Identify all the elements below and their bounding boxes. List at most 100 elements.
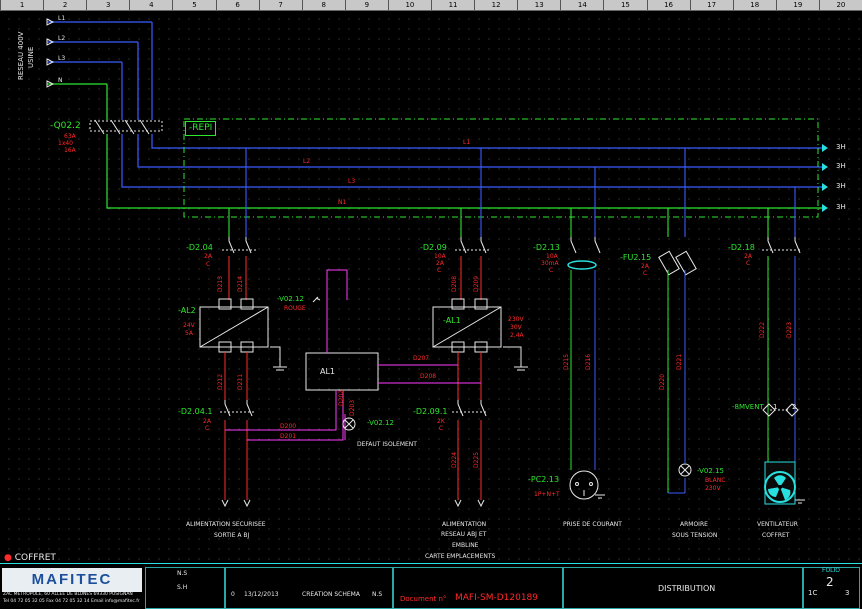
ruler-tick: 13: [517, 0, 560, 10]
wire-label: D220: [659, 373, 666, 390]
breaker-d213-rating: 10A: [546, 253, 558, 260]
psu-al2-current: 5A: [185, 330, 193, 337]
ruler-tick: 14: [560, 0, 603, 10]
breaker-d213-tag[interactable]: -D2.13: [533, 243, 560, 252]
tb-dessine: N.S: [177, 570, 188, 577]
ruler-tick: 16: [646, 0, 690, 10]
breaker-d204-tag[interactable]: -D2.04: [186, 243, 213, 252]
document-label: Document n°: [400, 595, 447, 603]
caption-2-line1: ALIMENTATION: [442, 521, 487, 528]
wire-label: D203: [349, 399, 356, 416]
title-block: [0, 563, 862, 609]
ruler-tick: 7: [258, 0, 302, 10]
lamp-v0215-color: BLANC: [705, 477, 726, 484]
breaker-d209-rating: 10A: [434, 253, 446, 260]
breaker-d209-tag[interactable]: -D2.09: [420, 243, 447, 252]
caption-5-line2: COFFRET: [762, 532, 790, 539]
fuse-fu215-tag[interactable]: -FU2.15: [620, 253, 652, 262]
supply-title: RESEAU 400V: [17, 31, 25, 80]
caption-1-line1: ALIMENTATION SECURISEE: [186, 521, 266, 528]
document-number[interactable]: MAFI-SM-D120189: [455, 593, 539, 603]
caption-2-line2: RESEAU ABJ ET: [441, 531, 487, 538]
breaker-d204-curve: C: [206, 261, 211, 268]
caption-5-line1: VENTILATEUR: [757, 521, 798, 528]
breaker-d209-curve: 2A: [436, 260, 444, 267]
arrow-ref-3[interactable]: 3H: [836, 182, 846, 190]
bus-n1-label: N1: [338, 199, 347, 206]
wire-label: D201: [280, 433, 297, 440]
socket-symbol: [569, 470, 599, 500]
ruler-tick: 19: [775, 0, 819, 10]
main-breaker-symbol: [89, 119, 163, 135]
socket-tag[interactable]: -PC2.13: [528, 475, 560, 484]
breaker-d2041-tag[interactable]: -D2.04.1: [178, 407, 213, 416]
wire-label: D223: [786, 321, 793, 338]
fuse-fu215-rating: 2A: [641, 263, 649, 270]
arrow-ref-1[interactable]: 3H: [836, 143, 846, 151]
ruler-tick: 9: [344, 0, 388, 10]
breaker-d2041-curve: C: [205, 425, 210, 432]
breaker-d218-tag[interactable]: -D2.18: [728, 243, 755, 252]
tb-rev-date: 13/12/2013: [244, 591, 279, 598]
ruler-tick: 12: [474, 0, 517, 10]
main-breaker-tag[interactable]: -Q02.2: [50, 121, 81, 131]
main-breaker-curve: 1x40: [58, 140, 74, 147]
breaker-d218-curve: C: [746, 260, 751, 267]
breaker-d209-type: C: [437, 267, 442, 274]
main-breaker-rating: 63A: [64, 133, 76, 140]
ruler-tick: 17: [689, 0, 733, 10]
folio-label: FOLIO: [822, 567, 841, 574]
ruler-tick: 3: [86, 0, 129, 10]
ruler-tick: 18: [732, 0, 776, 10]
arrow-ref-4[interactable]: 3H: [836, 203, 846, 211]
tb-revisions: [225, 567, 393, 609]
fan-tag[interactable]: -8MVENT: [732, 403, 764, 411]
psu-al2-symbol: [199, 298, 269, 353]
arrow-ref-2[interactable]: 3H: [836, 162, 846, 170]
repi-tag[interactable]: -REPI: [185, 121, 217, 136]
ruler-tick: 5: [172, 0, 215, 10]
wire-label: D221: [676, 353, 683, 370]
lamp-v0215-tag[interactable]: -V02.15: [697, 467, 724, 475]
caption-1-line2: SORTIE A BJ: [214, 532, 250, 539]
breaker-d213-curve: C: [549, 267, 554, 274]
folio-total: 3: [845, 589, 850, 597]
grid-background: [0, 10, 862, 562]
phase-n-label: N: [58, 77, 63, 84]
tb-verifie: S.H: [177, 584, 188, 591]
wire-label: D208: [420, 373, 437, 380]
caption-4-line2: SOUS TENSION: [672, 532, 718, 539]
psu-al1-symbol: [432, 298, 502, 353]
lamp-v0212b-text: DEFAUT ISOLEMENT: [357, 441, 417, 448]
psu-al2-tag[interactable]: -AL2: [178, 306, 196, 315]
breaker-d2091-curve: C: [439, 425, 444, 432]
ruler-tick: 10: [387, 0, 431, 10]
lamp-v0212b-tag[interactable]: -V02.12: [367, 419, 394, 427]
folio-number[interactable]: 2: [826, 575, 834, 589]
breaker-d218-rating: 2A: [744, 253, 752, 260]
wire-label: D202: [338, 389, 345, 406]
wire-label: D208: [451, 275, 458, 292]
psu-al1-voltage2: 30V: [510, 324, 522, 331]
al1-box-label[interactable]: AL1: [320, 367, 336, 376]
phase-l3-label: L3: [58, 55, 66, 62]
wire-label: D215: [563, 353, 570, 370]
psu-al2-voltage: 24V: [183, 322, 195, 329]
lamp-v0212-tag[interactable]: -V02.12: [277, 295, 304, 303]
main-breaker-size: 16A: [64, 147, 76, 154]
psu-al1-tag[interactable]: -AL1: [443, 316, 461, 325]
breaker-d2041-rating: 2A: [203, 418, 211, 425]
lamp-v0212-color: ROUGE: [284, 305, 306, 312]
caption-2-line4: CARTE EMPLACEMENTS: [425, 553, 496, 560]
breaker-d2091-tag[interactable]: -D2.09.1: [413, 407, 448, 416]
wire-label: D207: [413, 355, 430, 362]
fan-node-2: 2: [792, 403, 797, 411]
socket-spec: 1P+N+T: [534, 491, 560, 498]
ruler-tick: 1: [0, 0, 43, 10]
psu-al1-voltage: 230V: [508, 316, 524, 323]
fuse-fu215-curve: C: [643, 270, 648, 277]
company-logo: MAFITEC: [2, 568, 142, 592]
ruler-tick: 8: [301, 0, 345, 10]
wire-label: D214: [237, 275, 244, 292]
